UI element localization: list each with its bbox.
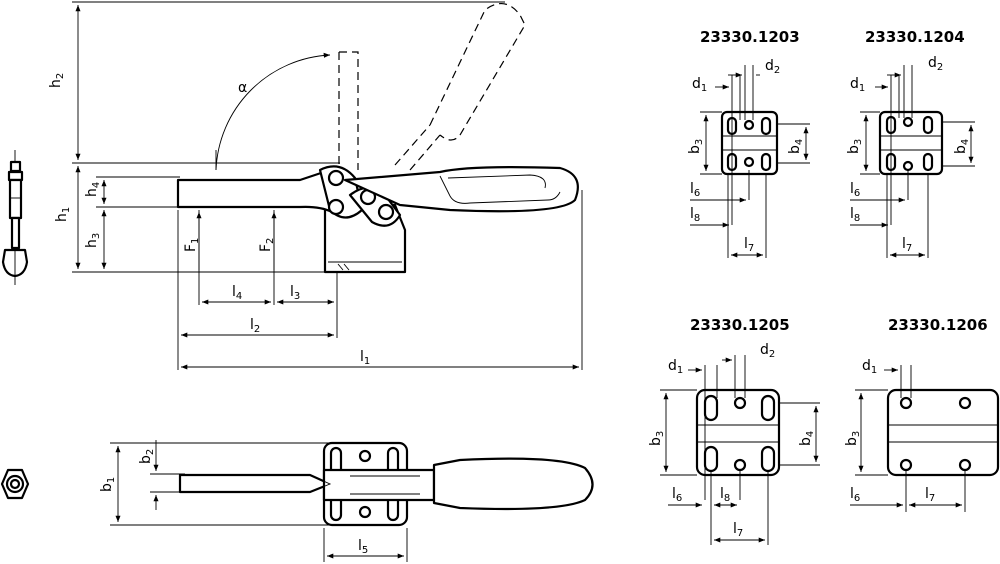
svg-text:b3: b3 <box>844 431 862 446</box>
variant-1205-labels: d1 d2 b3 b4 l6 l8 l7 <box>648 342 816 539</box>
svg-text:l7: l7 <box>733 521 743 539</box>
svg-text:l6: l6 <box>850 486 860 504</box>
svg-text:F2: F2 <box>258 238 276 252</box>
variant-1206-labels: d1 b3 l6 l7 <box>844 358 935 504</box>
svg-text:l7: l7 <box>744 236 754 254</box>
svg-text:l6: l6 <box>850 181 860 199</box>
svg-text:b4: b4 <box>798 431 816 446</box>
nut-view <box>0 468 30 500</box>
svg-text:l6: l6 <box>690 181 700 199</box>
svg-text:d1: d1 <box>850 76 865 94</box>
svg-text:F1: F1 <box>183 238 201 252</box>
svg-text:l2: l2 <box>250 317 260 335</box>
svg-text:l6: l6 <box>672 486 682 504</box>
svg-text:d2: d2 <box>765 58 780 76</box>
variant-1206: 23330.1206 <box>850 316 1000 512</box>
title-1204: 23330.1204 <box>865 28 965 46</box>
variant-1204: 23330.1204 <box>850 28 975 258</box>
variant-1203: 23330.1203 <box>690 28 810 258</box>
svg-text:b2: b2 <box>138 449 156 464</box>
title-1203: 23330.1203 <box>700 28 800 46</box>
variant-1203-labels: d1 d2 b3 b4 l6 l8 l7 <box>687 58 805 254</box>
svg-text:l1: l1 <box>360 349 370 367</box>
variant-1205: 23330.1205 <box>660 316 820 545</box>
svg-text:b3: b3 <box>687 139 705 154</box>
svg-text:b4: b4 <box>787 139 805 154</box>
svg-text:b3: b3 <box>648 431 666 446</box>
svg-text:l5: l5 <box>358 538 368 556</box>
side-view <box>72 1 583 370</box>
svg-text:d2: d2 <box>928 55 943 73</box>
end-view <box>1 150 29 285</box>
svg-text:l8: l8 <box>720 486 730 504</box>
top-view-labels: b1 b2 l5 <box>99 449 368 556</box>
svg-text:l7: l7 <box>925 486 935 504</box>
svg-text:l4: l4 <box>232 284 242 302</box>
svg-text:h2: h2 <box>48 73 66 88</box>
title-1205: 23330.1205 <box>690 316 790 334</box>
svg-text:h1: h1 <box>54 207 72 222</box>
svg-text:l3: l3 <box>290 284 300 302</box>
svg-text:d1: d1 <box>692 76 707 94</box>
side-view-labels: h2 h1 h4 h3 F1 F2 l4 l3 l2 l1 α <box>48 73 370 367</box>
title-1206: 23330.1206 <box>888 316 988 334</box>
svg-text:h4: h4 <box>84 182 102 197</box>
svg-text:b1: b1 <box>99 477 117 492</box>
svg-text:l8: l8 <box>690 206 700 224</box>
svg-text:d1: d1 <box>668 358 683 376</box>
svg-text:h3: h3 <box>84 233 102 248</box>
svg-text:b4: b4 <box>953 139 971 154</box>
svg-text:b3: b3 <box>846 139 864 154</box>
svg-text:d2: d2 <box>760 342 775 360</box>
svg-text:α: α <box>238 80 247 96</box>
variant-1204-labels: d1 d2 b3 b4 l6 l8 l7 <box>846 55 971 254</box>
svg-text:l7: l7 <box>902 236 912 254</box>
svg-text:d1: d1 <box>862 358 877 376</box>
top-view <box>110 440 594 562</box>
svg-text:l8: l8 <box>850 206 860 224</box>
